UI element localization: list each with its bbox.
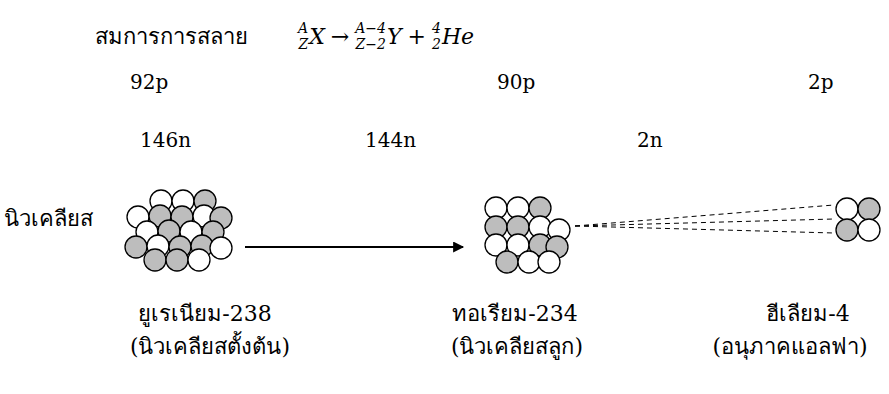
atomic-number: 2 [432,36,441,52]
neutron-ball [538,251,560,273]
proton-ball [836,219,858,241]
neutron-count: 144n [365,128,416,152]
alpha-trail [575,205,834,233]
nucleus: ทอเรียม-234(นิวเคลียสลูก) [485,197,573,273]
neutron-count: 2n [637,128,663,152]
proton-ball [858,198,880,220]
proton-ball [125,236,147,258]
element-symbol: He [442,24,474,49]
nucleus-role: (นิวเคลียสลูก) [451,334,583,360]
nucleus-drawing [836,198,882,242]
decay-arrow [245,247,463,248]
nuclide-symbol: 42He [432,20,474,52]
element-symbol: X [309,24,325,49]
neutron-ball [210,237,232,259]
nuclide-indices: AZ [298,20,308,52]
nucleus-role: (อนุภาคแอลฟา) [712,334,867,360]
proton-ball [166,249,188,271]
element-symbol: Y [387,24,402,49]
mass-number: A−4 [355,20,386,36]
nucleus-name: ทอเรียม-234 [452,301,577,327]
decay-equation: AZX→A−4Z−2Y+42He [298,20,474,52]
nucleus-name: ฮีเลียม-4 [766,301,849,327]
equation-operator: → [331,24,349,49]
nuclide-indices: A−4Z−2 [355,20,386,52]
neutron-ball [858,219,880,241]
atomic-number: Z [298,36,308,52]
nucleus-role: (นิวเคลียสตั้งต้น) [130,334,290,360]
nucleus-drawing [125,190,233,271]
atomic-number: Z−2 [356,36,386,52]
dashed-line [575,226,834,233]
neutron-ball [518,251,540,273]
nuclide-symbol: AZX [298,20,325,52]
equation-operator: + [408,24,426,49]
arrow-line [245,246,463,248]
nuclide-indices: 42 [432,20,441,52]
dashed-line [575,219,834,226]
neutron-count: 146n [140,128,191,152]
nuclide-symbol: A−4Z−2Y [355,20,401,52]
proton-count: 92p [130,70,168,94]
nucleus-drawing [485,197,573,273]
neutron-ball [836,198,858,220]
proton-count: 2p [808,70,834,94]
neutron-ball [188,249,210,271]
proton-count: 90p [497,70,535,94]
equation-heading: สมการการสลาย [95,24,248,50]
nucleus-label: นิวเคลียส [4,206,93,232]
nucleus: ยูเรเนียม-238(นิวเคลียสตั้งต้น) [125,190,233,271]
mass-number: A [298,20,308,36]
nucleus-name: ยูเรเนียม-238 [138,301,271,327]
mass-number: 4 [432,20,441,36]
dashed-line [575,205,834,226]
proton-ball [496,251,518,273]
proton-ball [144,249,166,271]
nucleus: ฮีเลียม-4(อนุภาคแอลฟา) [836,198,882,242]
